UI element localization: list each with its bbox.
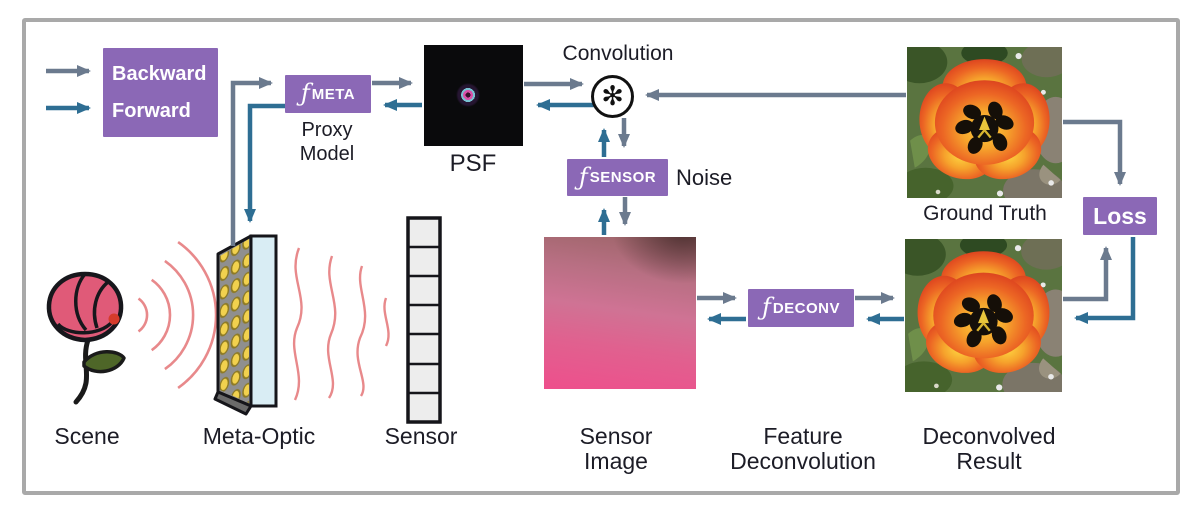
convolution-asterisk: ✻ [601,81,624,112]
loss-label: Loss [1093,202,1147,229]
legend-box: Backward Forward [103,48,218,137]
deconvolved-result-image [905,239,1062,392]
meta-optic-caption: Meta-Optic [202,423,316,449]
proxy-caption-line2: Model [299,143,355,165]
feature-deconvolution-caption: Feature Deconvolution [723,424,883,474]
sensor-caption: Sensor [384,423,458,449]
convolution-operator-icon: ✻ [591,75,634,118]
ground-truth-caption: Ground Truth [923,202,1047,225]
arrow-result-to-loss [1063,246,1112,302]
fmeta-f-glyph: ƒ [300,79,310,107]
forward-arrows [46,99,1136,325]
arrow-fmeta-to-metaoptic [244,103,286,223]
arrow-loss-to-result [1074,237,1136,324]
deconvolved-result-caption-line2: Result [956,448,1022,474]
fmeta-box: ƒ META [285,75,371,113]
legend-forward-label: Forward [112,99,191,122]
rose-icon [46,271,126,405]
noise-caption: Noise [676,165,733,190]
sensor-icon [406,216,442,424]
deconvolved-result-caption-line1: Deconvolved [922,423,1056,449]
psf-image [424,45,523,146]
meta-optic-icon [213,234,278,416]
fsensor-f-glyph: ƒ [578,162,588,191]
proxy-model-caption: Proxy Model [277,118,377,166]
proxy-caption-line1: Proxy [301,119,353,141]
backward-arrows [46,65,1126,304]
feature-deconv-caption-line1: Feature [763,423,843,449]
fdeconv-f-glyph: ƒ [761,293,771,321]
fsensor-label: SENSOR [589,169,657,186]
feature-deconv-caption-line2: Deconvolution [730,448,876,474]
convolution-caption: Convolution [562,42,674,65]
ground-truth-image [907,47,1062,198]
arrow-groundtruth-to-loss [1063,119,1126,186]
fdeconv-label: DECONV [772,299,841,317]
psf-caption: PSF [449,150,497,177]
fsensor-box: ƒ SENSOR [567,159,668,196]
fdeconv-box: ƒ DECONV [748,289,854,327]
sensor-image [544,237,696,389]
scene-caption: Scene [54,423,120,449]
sensor-image-caption-line1: Sensor [579,423,653,449]
sensor-image-caption-line2: Image [584,448,648,474]
arrow-metaoptic-to-fmeta [230,77,273,246]
incident-waves-icon [137,241,218,389]
aberrated-waves-icon [292,247,390,401]
fmeta-label: META [311,85,356,103]
loss-box: Loss [1083,197,1157,235]
legend-backward-label: Backward [112,63,207,86]
sensor-image-caption: Sensor Image [551,424,681,474]
deconvolved-result-caption: Deconvolved Result [909,424,1069,474]
wave-source-dot [108,313,120,325]
